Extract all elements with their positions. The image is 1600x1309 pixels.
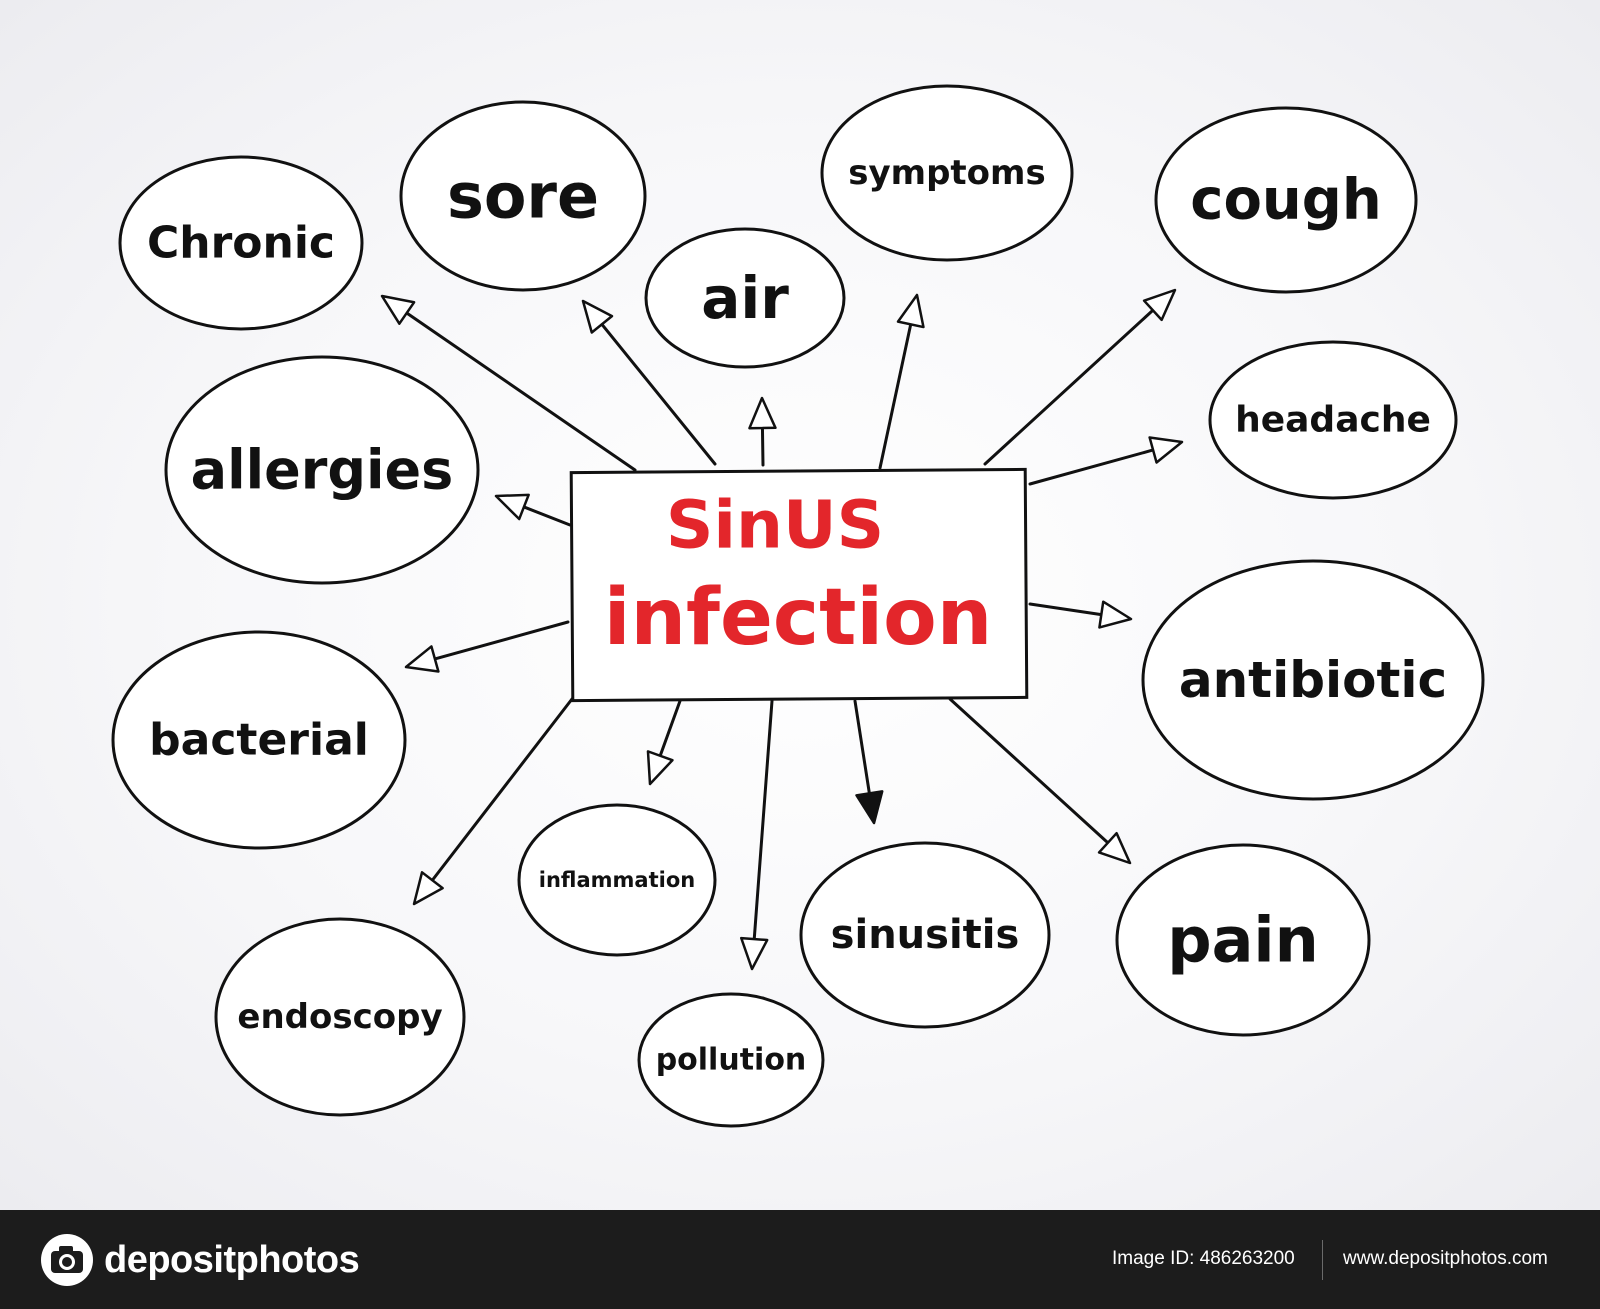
node-bubble [644,227,846,369]
node-symptoms: symptoms [820,84,1074,262]
node-bubble [799,841,1051,1029]
node-label: endoscopy [237,997,442,1037]
node-sore: sore [399,100,647,292]
node-air: air [644,227,846,369]
brand-name: depositphotos [104,1238,360,1281]
node-bubble [118,155,364,331]
connector-line [522,505,572,527]
central-topic-box [569,467,1029,703]
node-label: symptoms [848,153,1045,193]
camera-logo-icon [41,1234,93,1286]
node-label: Chronic [147,218,335,269]
connector-line [853,699,871,795]
node-bubble [164,355,480,585]
footer-bar: depositphotos Image ID: 486263200 www.de… [0,1210,1600,1309]
node-bubble [399,100,647,292]
footer-divider [1322,1240,1323,1280]
connector-line [430,697,574,882]
arrowhead [404,645,440,673]
node-headache: headache [1208,340,1458,500]
node-bubble [111,630,407,850]
arrowhead [1142,288,1177,322]
arrowhead [412,871,444,906]
arrowhead [740,936,769,971]
arrowhead [1148,436,1184,464]
arrowhead [581,299,614,334]
central-topic: SinUS infection [569,467,1029,703]
arrowhead [896,293,925,329]
node-bubble [1154,106,1418,294]
arrowhead [1097,831,1132,865]
node-pain: pain [1115,843,1371,1037]
arrowhead [646,750,674,786]
node-label: bacterial [149,715,369,766]
arrows-layer [380,288,1184,971]
bubbles-layer: Chronic sore air symptoms cough headache aller… [111,84,1485,1128]
connector-line [948,697,1110,845]
connector-line [878,322,913,470]
arrowhead [855,790,884,825]
connector-line [658,699,682,758]
connector-line [1028,602,1103,617]
node-label: pollution [656,1043,807,1078]
connector-line [1028,448,1155,486]
connector-line [405,311,637,472]
node-sinusitis: sinusitis [799,841,1051,1029]
node-label: inflammation [539,868,695,892]
node-pollution: pollution [637,992,825,1128]
central-topic-line2: infection [604,573,992,663]
node-bubble [214,917,466,1117]
connector-line [433,620,570,661]
arrowhead [494,493,530,521]
node-bubble [517,803,717,957]
node-endoscopy: endoscopy [214,917,466,1117]
node-bubble [1141,559,1485,801]
node-chronic: Chronic [118,155,364,331]
connector-line [983,308,1155,466]
node-label: sore [447,160,599,233]
node-bubble [1208,340,1458,500]
node-label: sinusitis [831,912,1020,958]
brand[interactable]: depositphotos [40,1232,360,1288]
node-bubble [1115,843,1371,1037]
node-cough: cough [1154,106,1418,294]
mind-map-canvas: Chronic sore air symptoms cough headache aller… [0,0,1600,1210]
node-antibiotic: antibiotic [1141,559,1485,801]
node-allergies: allergies [164,355,480,585]
node-label: cough [1190,168,1382,233]
connector-line [760,426,765,467]
node-bubble [637,992,825,1128]
node-label: air [701,264,789,332]
connector-line [600,322,717,466]
node-label: pain [1167,904,1319,977]
node-label: allergies [191,439,454,502]
arrowhead [380,294,416,325]
image-id: Image ID: 486263200 [1112,1248,1295,1269]
node-inflammation: inflammation [517,803,717,957]
site-url[interactable]: www.depositphotos.com [1343,1248,1548,1269]
node-bubble [820,84,1074,262]
arrowhead [748,396,777,430]
central-topic-line1: SinUS [666,487,884,564]
mind-map-diagram: Chronic sore air symptoms cough headache aller… [111,84,1485,1128]
node-bacterial: bacterial [111,630,407,850]
node-label: antibiotic [1179,651,1447,709]
arrowhead [1098,600,1133,629]
node-label: headache [1235,400,1431,441]
connector-line [752,699,774,941]
